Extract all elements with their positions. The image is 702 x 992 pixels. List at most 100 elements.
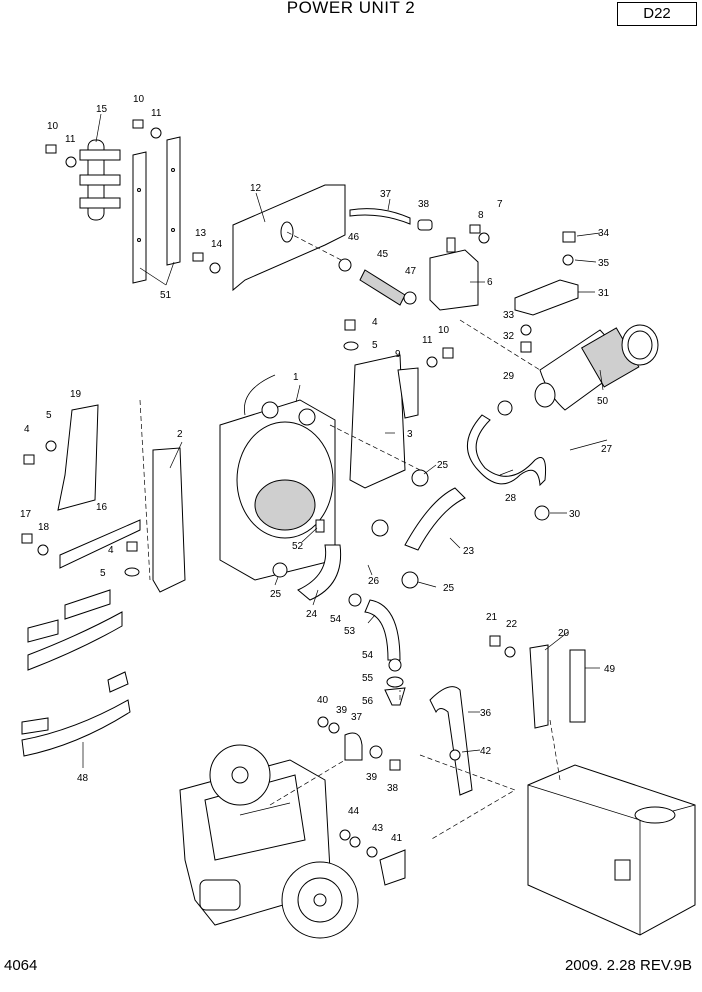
callout-4: 4 — [24, 424, 30, 435]
bracket-20 — [529, 644, 549, 729]
callout-39: 39 — [366, 772, 378, 783]
callout-40: 40 — [317, 695, 329, 706]
callout-5: 5 — [100, 568, 106, 579]
callout-18: 18 — [38, 522, 50, 533]
callout-39: 39 — [336, 705, 348, 716]
callout-10: 10 — [47, 121, 59, 132]
callout-38: 38 — [418, 199, 430, 210]
callout-14: 14 — [211, 239, 223, 250]
callout-11: 11 — [151, 108, 162, 119]
callout-53: 53 — [344, 626, 356, 637]
mount-bracket-15 — [79, 139, 121, 221]
air-cleaner-27 — [534, 324, 659, 411]
callout-54: 54 — [330, 614, 342, 625]
page-number: 4064 — [4, 957, 38, 974]
bolts-10-11-top — [45, 119, 221, 274]
callout-11: 11 — [422, 335, 433, 346]
callout-7: 7 — [497, 199, 503, 210]
callout-32: 32 — [503, 331, 515, 342]
callout-36: 36 — [480, 708, 492, 719]
callout-22: 22 — [506, 619, 518, 630]
callout-19: 19 — [70, 389, 82, 400]
callout-54: 54 — [362, 650, 374, 661]
elbow-56 — [384, 687, 406, 706]
callout-55: 55 — [362, 673, 374, 684]
callout-13: 13 — [195, 228, 207, 239]
callout-21: 21 — [486, 612, 498, 623]
callout-17: 17 — [20, 509, 32, 520]
callout-31: 31 — [598, 288, 610, 299]
hose-45 — [359, 269, 406, 306]
callout-25: 25 — [437, 460, 449, 471]
page-code-box: D22 — [617, 2, 697, 26]
callout-50: 50 — [597, 396, 609, 407]
plate-2 — [152, 447, 186, 593]
callout-1: 1 — [293, 372, 299, 383]
callout-28: 28 — [505, 493, 517, 504]
callout-35: 35 — [598, 258, 610, 269]
hose-23 — [404, 487, 466, 551]
callout-2: 2 — [177, 429, 183, 440]
bracket-49 — [569, 649, 586, 723]
callout-3: 3 — [407, 429, 413, 440]
intake-hose-28 — [466, 414, 546, 487]
callout-47: 47 — [405, 266, 417, 277]
radiator-1 — [219, 374, 336, 581]
callout-6: 6 — [487, 277, 493, 288]
callout-44: 44 — [348, 806, 360, 817]
hose-24 — [297, 544, 342, 601]
side-plate-51 — [132, 136, 181, 284]
callout-5: 5 — [46, 410, 52, 421]
callout-37: 37 — [380, 189, 392, 200]
callout-34: 34 — [598, 228, 610, 239]
callout-43: 43 — [372, 823, 384, 834]
callout-5: 5 — [372, 340, 378, 351]
diagram-title: POWER UNIT 2 — [286, 0, 416, 17]
callout-42: 42 — [480, 746, 492, 757]
callout-33: 33 — [503, 310, 515, 321]
pipe-36 — [429, 686, 473, 796]
bracket-31 — [514, 279, 579, 316]
callout-9: 9 — [395, 349, 401, 360]
bracket-19 — [57, 404, 99, 511]
revision-date: 2009. 2.28 REV.9B — [564, 957, 692, 974]
callout-38: 38 — [387, 783, 399, 794]
callout-29: 29 — [503, 371, 515, 382]
callout-48: 48 — [77, 773, 89, 784]
callout-25: 25 — [270, 589, 282, 600]
bracket-37 — [344, 732, 363, 761]
bracket-9 — [397, 367, 419, 419]
callout-4: 4 — [372, 317, 378, 328]
callout-24: 24 — [306, 609, 318, 620]
callout-49: 49 — [604, 664, 616, 675]
callout-labels: 15 10 11 10 11 51 12 13 14 37 38 46 45 4… — [20, 94, 616, 844]
bracket-16 — [59, 519, 141, 569]
hose-37 — [349, 208, 411, 225]
callout-15: 15 — [96, 104, 108, 115]
callout-51: 51 — [160, 290, 172, 301]
callout-37: 37 — [351, 712, 363, 723]
callout-25: 25 — [443, 583, 455, 594]
engine — [179, 744, 359, 939]
callout-56: 56 — [362, 696, 374, 707]
callout-10: 10 — [133, 94, 145, 105]
callout-16: 16 — [96, 502, 108, 513]
callout-30: 30 — [569, 509, 581, 520]
callout-26: 26 — [368, 576, 380, 587]
callout-27: 27 — [601, 444, 613, 455]
callout-11: 11 — [65, 134, 76, 145]
leader-lines — [82, 113, 608, 768]
callout-52: 52 — [292, 541, 304, 552]
callout-8: 8 — [478, 210, 484, 221]
callout-10: 10 — [438, 325, 450, 336]
callout-20: 20 — [558, 628, 570, 639]
callout-45: 45 — [377, 249, 389, 260]
callout-23: 23 — [463, 546, 475, 557]
callout-46: 46 — [348, 232, 360, 243]
callout-4: 4 — [108, 545, 114, 556]
callout-12: 12 — [250, 183, 262, 194]
callout-41: 41 — [391, 833, 403, 844]
reservoir-tank-6 — [429, 224, 490, 311]
hydraulic-tank — [527, 764, 696, 936]
